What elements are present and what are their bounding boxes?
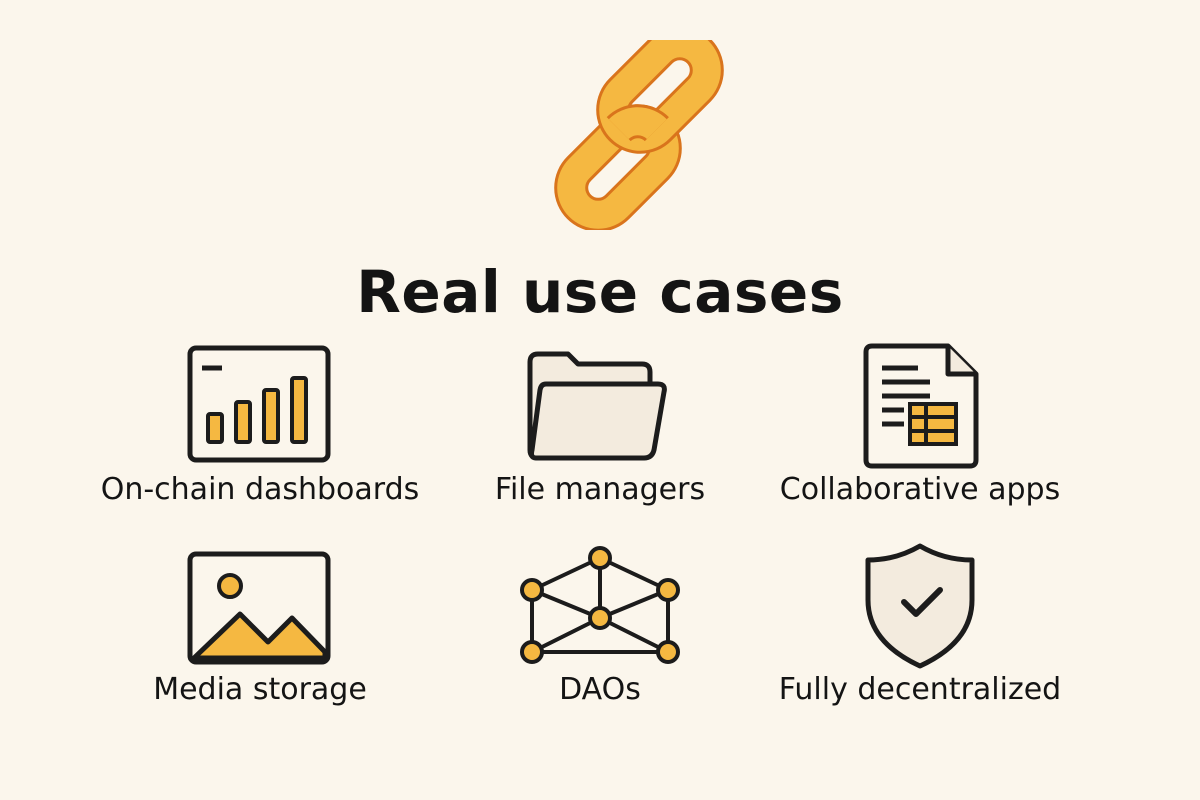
use-case-file-managers: File managers [400,340,800,530]
use-case-collaborative-apps: Collaborative apps [720,340,1120,530]
use-case-label: On-chain dashboards [100,472,420,507]
shield-check-icon [865,543,975,669]
chain-link-icon [554,40,724,230]
use-case-label: DAOs [559,672,641,707]
image-icon [187,551,331,665]
use-case-label: Fully decentralized [778,672,1062,707]
use-case-label: Collaborative apps [779,472,1061,507]
use-case-label: Media storage [153,672,367,707]
use-case-on-chain-dashboards: On-chain dashboards [60,340,460,530]
use-case-media-storage: Media storage [60,540,460,730]
document-icon [863,343,979,469]
use-case-daos: DAOs [400,540,800,730]
folder-icon [527,351,667,461]
network-cube-icon [520,546,680,664]
bar-chart-dashboard-icon [187,345,331,463]
use-case-fully-decentralized: Fully decentralized [720,540,1120,730]
page-title: Real use cases [356,258,844,326]
use-case-label: File managers [494,472,706,507]
